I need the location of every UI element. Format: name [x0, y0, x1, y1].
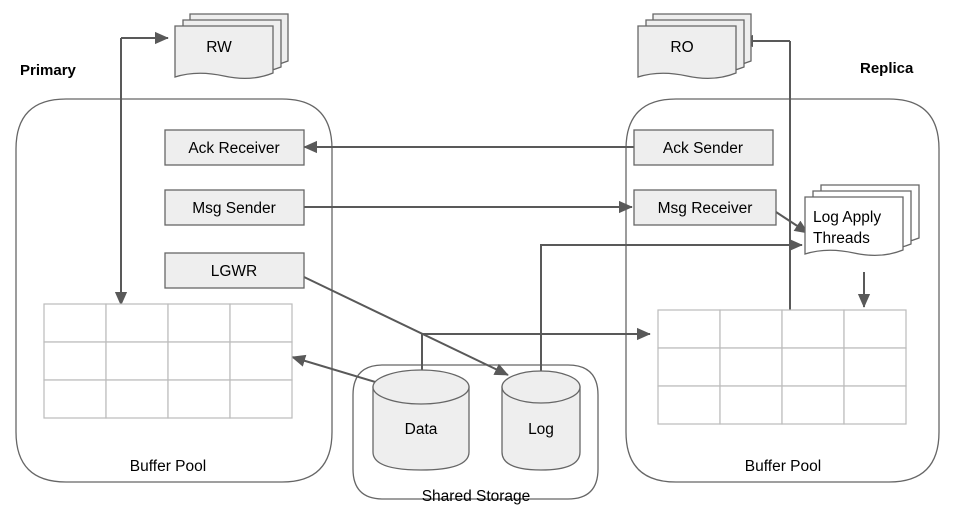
buffer-cell	[43, 303, 107, 343]
shared-storage-label: Shared Storage	[422, 488, 531, 505]
log-store-label: Log	[528, 421, 554, 438]
log-store-cylinder[interactable]: Log	[501, 370, 581, 471]
buffer-cell	[719, 347, 783, 387]
process-box-ack-receiver[interactable]: Ack Receiver	[164, 129, 305, 166]
buffer-cell	[843, 347, 907, 387]
buffer-cell	[781, 385, 845, 425]
buffer-cell	[43, 379, 107, 419]
ack-receiver-box	[164, 129, 305, 166]
primary-section-label: Primary	[20, 62, 77, 79]
buffer-cell	[657, 385, 721, 425]
buffer-cell	[167, 341, 231, 381]
buffer-cell	[105, 379, 169, 419]
ro-doc-front	[637, 25, 737, 80]
primary-buffer-pool-label: Buffer Pool	[130, 458, 206, 475]
buffer-cell	[781, 347, 845, 387]
lgwr-label: LGWR	[211, 263, 258, 280]
buffer-cell	[719, 385, 783, 425]
connector-data-store-to-replica-buffer-pool	[421, 327, 651, 372]
log-apply-label-line2: Threads	[813, 230, 870, 247]
buffer-cell	[657, 347, 721, 387]
log-apply-doc-front	[804, 196, 904, 257]
ack-sender-label: Ack Sender	[663, 140, 743, 157]
connector-log-store-to-log-apply	[540, 238, 803, 372]
process-box-msg-sender[interactable]: Msg Sender	[164, 189, 305, 226]
msg-receiver-label: Msg Receiver	[658, 200, 753, 217]
primary-region	[15, 98, 333, 483]
buffer-cell	[167, 303, 231, 343]
buffer-cell	[229, 379, 293, 419]
buffer-cell	[105, 341, 169, 381]
ack-sender-box	[633, 129, 774, 166]
buffer-cell	[781, 309, 845, 349]
msg-sender-label: Msg Sender	[192, 200, 276, 217]
buffer-cell	[719, 309, 783, 349]
log-apply-threads-stack[interactable]: Log Apply Threads	[804, 184, 920, 257]
primary-buffer-pool-grid	[43, 303, 293, 419]
replica-section-label: Replica	[860, 60, 914, 77]
data-cylinder-top	[372, 369, 470, 405]
log-cylinder-body	[501, 386, 581, 471]
data-store-label: Data	[405, 421, 438, 438]
primary-region-outline	[15, 98, 333, 483]
shared-storage-region-outline	[352, 364, 599, 500]
data-store-cylinder[interactable]: Data	[372, 369, 470, 471]
log-cylinder-top	[501, 370, 581, 404]
buffer-cell	[843, 309, 907, 349]
shared-storage-region	[352, 364, 599, 500]
buffer-cell	[229, 341, 293, 381]
ro-client-stack[interactable]: RO	[637, 13, 752, 80]
process-box-lgwr[interactable]: LGWR	[164, 252, 305, 289]
msg-receiver-box	[633, 189, 777, 226]
buffer-cell	[167, 379, 231, 419]
replica-buffer-pool-label: Buffer Pool	[745, 458, 821, 475]
data-cylinder-body	[372, 386, 470, 471]
buffer-cell	[105, 303, 169, 343]
replica-region-outline	[625, 98, 940, 483]
connector-msg-receiver-to-log-apply	[775, 211, 809, 234]
buffer-cell	[843, 385, 907, 425]
connector-lgwr-to-log-store	[303, 276, 509, 376]
log-apply-label-line1: Log Apply	[813, 209, 881, 226]
rw-label: RW	[206, 39, 232, 56]
lgwr-box	[164, 252, 305, 289]
process-box-ack-sender[interactable]: Ack Sender	[633, 129, 774, 166]
process-box-msg-receiver[interactable]: Msg Receiver	[633, 189, 777, 226]
msg-sender-box	[164, 189, 305, 226]
ro-label: RO	[670, 39, 693, 56]
replica-region	[625, 98, 940, 483]
ack-receiver-label: Ack Receiver	[188, 140, 279, 157]
buffer-cell	[43, 341, 107, 381]
replica-buffer-pool-grid	[657, 309, 907, 425]
buffer-cell	[229, 303, 293, 343]
rw-doc-front	[174, 25, 274, 80]
rw-client-stack[interactable]: RW	[174, 13, 289, 80]
buffer-cell	[657, 309, 721, 349]
